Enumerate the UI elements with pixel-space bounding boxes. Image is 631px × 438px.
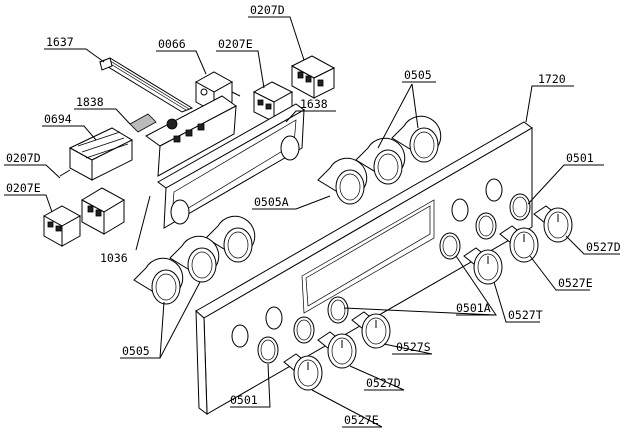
label-0207D-top: 0207D bbox=[250, 3, 285, 17]
knob-0527S bbox=[351, 311, 391, 349]
label-0505-top: 0505 bbox=[404, 68, 432, 82]
label-0527T: 0527T bbox=[508, 308, 543, 322]
knob-sleeves bbox=[133, 115, 442, 305]
label-0505A: 0505A bbox=[254, 195, 289, 209]
sleeve-0505-bottom-2 bbox=[169, 235, 220, 283]
sleeve-0505-bottom-1 bbox=[205, 215, 256, 263]
control-panel-1720 bbox=[195, 121, 533, 416]
sleeve-0505-bottom-3 bbox=[133, 257, 184, 305]
label-0527D-right: 0527D bbox=[586, 240, 621, 254]
label-0501-bottom: 0501 bbox=[230, 393, 258, 407]
label-0207D-left: 0207D bbox=[6, 151, 41, 165]
label-0527D-bottom: 0527D bbox=[366, 376, 401, 390]
sleeve-0505-top-2 bbox=[355, 137, 406, 185]
sleeve-0505-top-1 bbox=[391, 115, 442, 163]
switch-0207D-left bbox=[80, 187, 126, 235]
switch-0207D-top bbox=[290, 55, 336, 99]
label-1638: 1638 bbox=[300, 97, 328, 111]
trim-rings bbox=[257, 193, 531, 364]
label-0501-right: 0501 bbox=[566, 151, 594, 165]
gasket-plate-1638 bbox=[157, 103, 305, 229]
label-0527E-bottom: 0527E bbox=[344, 413, 379, 427]
ribbon-cable-1637 bbox=[98, 57, 194, 113]
leader-lines bbox=[4, 16, 620, 428]
label-0505-bottom: 0505 bbox=[122, 344, 150, 358]
label-0501A: 0501A bbox=[456, 301, 491, 315]
label-0527E-right: 0527E bbox=[558, 276, 593, 290]
part-labels: 1637 0066 0207E 0207D 1838 0694 1638 050… bbox=[6, 3, 621, 427]
knob-0527D-bottom bbox=[317, 331, 357, 369]
label-0694: 0694 bbox=[44, 112, 72, 126]
label-0207E-top: 0207E bbox=[218, 37, 253, 51]
control-knobs bbox=[283, 205, 573, 391]
label-0066: 0066 bbox=[158, 37, 186, 51]
label-1036: 1036 bbox=[100, 251, 128, 265]
label-1637: 1637 bbox=[46, 35, 74, 49]
knob-0527E-right bbox=[499, 225, 539, 263]
label-1838: 1838 bbox=[76, 95, 104, 109]
label-0527S: 0527S bbox=[396, 340, 431, 354]
knob-0527D-right bbox=[533, 205, 573, 243]
sleeve-0505A bbox=[317, 157, 368, 205]
knob-0527E-bottom bbox=[283, 353, 323, 391]
label-1720: 1720 bbox=[538, 72, 566, 86]
label-0207E-left: 0207E bbox=[6, 181, 41, 195]
switch-0207E-left bbox=[42, 205, 82, 247]
control-board-0694 bbox=[59, 95, 237, 181]
knob-0527T bbox=[463, 247, 503, 285]
